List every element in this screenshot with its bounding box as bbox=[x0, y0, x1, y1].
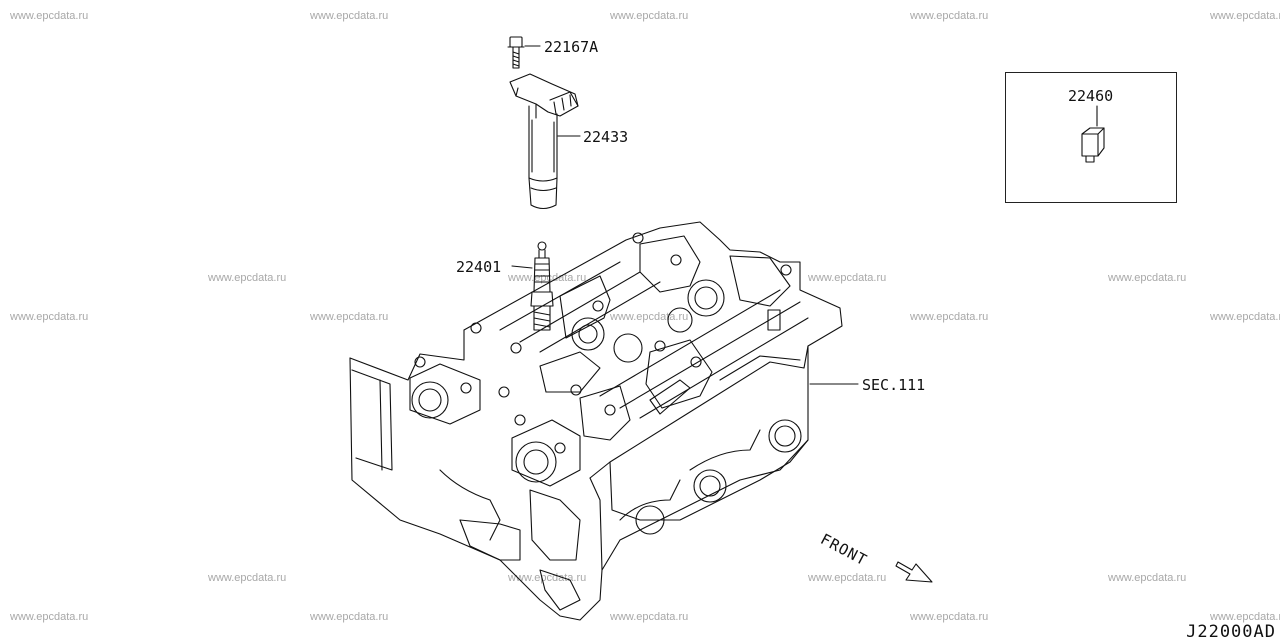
ignition-coil-icon bbox=[509, 73, 581, 210]
watermark-text: www.epcdata.ru bbox=[310, 10, 389, 22]
watermark-text: www.epcdata.ru bbox=[910, 311, 989, 323]
watermark-text: www.epcdata.ru bbox=[310, 311, 389, 323]
label-22460[interactable]: 22460 bbox=[1068, 87, 1114, 105]
watermark-text: www.epcdata.ru bbox=[910, 10, 989, 22]
watermark-text: www.epcdata.ru bbox=[610, 10, 689, 22]
label-22401[interactable]: 22401 bbox=[456, 258, 502, 276]
relay-icon bbox=[1081, 105, 1105, 163]
watermark-text: www.epcdata.ru bbox=[610, 311, 689, 323]
label-sec-111[interactable]: SEC.111 bbox=[862, 376, 926, 394]
watermark-text: www.epcdata.ru bbox=[1210, 10, 1280, 22]
watermark-text: www.epcdata.ru bbox=[208, 572, 287, 584]
watermark-text: www.epcdata.ru bbox=[610, 611, 689, 623]
diagram-code: J22000AD bbox=[1186, 622, 1276, 642]
watermark-text: www.epcdata.ru bbox=[10, 10, 89, 22]
watermark-text: www.epcdata.ru bbox=[10, 611, 89, 623]
watermark-text: www.epcdata.ru bbox=[508, 572, 587, 584]
watermark-text: www.epcdata.ru bbox=[808, 272, 887, 284]
cylinder-head-icon bbox=[349, 221, 859, 621]
watermark-text: www.epcdata.ru bbox=[910, 611, 989, 623]
front-arrow-icon bbox=[895, 561, 933, 583]
watermark-text: www.epcdata.ru bbox=[310, 611, 389, 623]
relay-inset-box: 22460 bbox=[1005, 72, 1177, 203]
watermark-text: www.epcdata.ru bbox=[508, 272, 587, 284]
watermark-text: www.epcdata.ru bbox=[10, 311, 89, 323]
bolt-icon bbox=[507, 36, 541, 69]
watermark-text: www.epcdata.ru bbox=[1210, 311, 1280, 323]
label-22433[interactable]: 22433 bbox=[583, 128, 629, 146]
watermark-text: www.epcdata.ru bbox=[1210, 611, 1280, 623]
watermark-text: www.epcdata.ru bbox=[1108, 572, 1187, 584]
label-22167A[interactable]: 22167A bbox=[544, 38, 599, 56]
watermark-text: www.epcdata.ru bbox=[808, 572, 887, 584]
watermark-text: www.epcdata.ru bbox=[208, 272, 287, 284]
spark-plug-icon bbox=[511, 241, 554, 331]
watermark-text: www.epcdata.ru bbox=[1108, 272, 1187, 284]
